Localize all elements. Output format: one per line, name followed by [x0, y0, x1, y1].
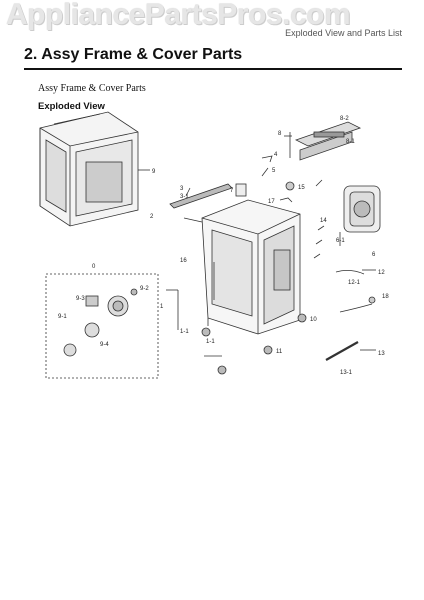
- section-subtitle: Assy Frame & Cover Parts: [38, 83, 146, 94]
- main-frame-part: [183, 199, 306, 335]
- callout-10: 10: [310, 317, 317, 323]
- callout-13: 13: [378, 351, 385, 357]
- callout-1: 1: [160, 304, 164, 310]
- part-4-clip: [261, 155, 273, 163]
- callout-12-1: 12-1: [348, 280, 361, 286]
- foot-1-1b: [217, 365, 227, 375]
- part-13-rod: [325, 341, 359, 361]
- callout-13-1: 13-1: [340, 370, 353, 376]
- title-divider: [24, 68, 402, 70]
- part-15-cap: [285, 181, 295, 191]
- callout-12: 12: [378, 270, 385, 276]
- callout-7: 7: [230, 188, 234, 194]
- callout-17: 17: [268, 199, 275, 205]
- callout-9-4: 9-4: [100, 342, 109, 348]
- callout-4: 4: [274, 152, 278, 158]
- watermark: AppliancePartsPros.com: [6, 0, 351, 31]
- callout-9-2: 9-2: [140, 286, 149, 292]
- callout-8-2: 8-2: [340, 116, 349, 122]
- callout-0: 0: [92, 264, 96, 270]
- callout-14: 14: [320, 218, 327, 224]
- callout-2: 2: [150, 214, 154, 220]
- callout-8: 8: [278, 131, 282, 137]
- cabinet-frame-part: [39, 111, 150, 227]
- callout-6-1: 6-1: [336, 238, 345, 244]
- part-18-hose: [339, 303, 373, 313]
- callout-8-1: 8-1: [346, 139, 355, 145]
- callout-9-3: 9-3: [76, 296, 85, 302]
- callout-1-1-b: 1-1: [206, 339, 215, 345]
- callout-3-1: 3-1: [180, 194, 189, 200]
- page-title: 2. Assy Frame & Cover Parts: [24, 46, 243, 63]
- part-12-cable: [335, 270, 365, 275]
- callout-15: 15: [298, 185, 305, 191]
- callout-18: 18: [382, 294, 389, 300]
- foot-1-1a: [201, 327, 211, 337]
- pump-assy: [63, 288, 138, 357]
- top-bar-part: [169, 183, 233, 209]
- foot-10: [297, 313, 307, 323]
- callout-1-1: 1-1: [180, 329, 189, 335]
- exploded-view-heading: Exploded View: [38, 101, 105, 112]
- header-right-text: Exploded View and Parts List: [285, 28, 402, 38]
- part-18-screw-top: [315, 179, 323, 187]
- callout-9: 9: [152, 169, 156, 175]
- part-7-cover: [235, 183, 247, 197]
- callout-6: 6: [372, 252, 376, 258]
- side-clips: [313, 225, 325, 259]
- part-5-screw: [261, 167, 269, 177]
- detail-box: [45, 273, 159, 379]
- callout-labels: 9 3 3-1 2 8 8-2 8-1 4 5 7 15 17 14 6-1 6…: [58, 116, 389, 376]
- callout-3: 3: [180, 186, 184, 192]
- callout-5: 5: [272, 168, 276, 174]
- foot-11: [263, 345, 273, 355]
- control-panel-bracket: [284, 121, 362, 161]
- door-frame-part: [339, 185, 381, 246]
- callout-16: 16: [180, 258, 187, 264]
- callout-11: 11: [276, 349, 283, 355]
- callout-9-1: 9-1: [58, 314, 67, 320]
- part-17-clip: [279, 197, 293, 203]
